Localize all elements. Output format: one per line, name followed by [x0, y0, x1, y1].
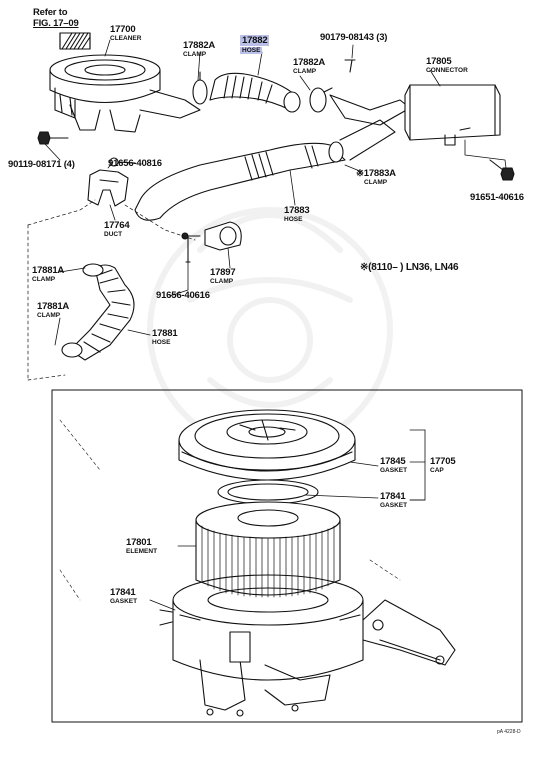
- dashed-boundary-bottom: [59, 419, 401, 601]
- bolt-91651-40616-icon: [489, 159, 515, 181]
- part-name-clamp-right: CLAMP: [293, 68, 317, 75]
- cap-17705-drawing: [178, 409, 356, 481]
- part-name-element: ELEMENT: [126, 548, 158, 555]
- part-number-17700[interactable]: 17700: [110, 24, 136, 35]
- clamp-17897-drawing: [181, 221, 242, 263]
- hose-17882-drawing: [209, 72, 301, 113]
- part-name-cleaner: CLEANER: [110, 35, 142, 42]
- part-name-duct: DUCT: [104, 231, 123, 238]
- clamp-17882a-right-drawing: [309, 87, 333, 113]
- part-number-17881[interactable]: 17881: [152, 328, 178, 339]
- leader-lines-top: [44, 39, 507, 346]
- part-number-17883a[interactable]: ※17883A: [356, 168, 396, 179]
- part-name-hose-17882: HOSE: [240, 47, 263, 54]
- part-number-17841-lower[interactable]: 17841: [110, 587, 136, 598]
- part-name-gasket-17845: GASKET: [380, 467, 408, 474]
- part-name-clamp-17881a-upper: CLAMP: [32, 276, 56, 283]
- duct-17764-drawing: [87, 169, 129, 207]
- part-name-clamp-17881a-lower: CLAMP: [37, 312, 61, 319]
- part-number-17897[interactable]: 17897: [210, 267, 236, 278]
- part-17882-name-highlight: HOSE: [240, 47, 263, 54]
- cleaner-body-drawing: [159, 574, 456, 717]
- connector-17805-drawing: [404, 84, 501, 146]
- part-name-clamp-left: CLAMP: [183, 51, 207, 58]
- part-name-clamp-17883a: CLAMP: [364, 179, 388, 186]
- detail-box-frame: [51, 389, 523, 723]
- part-name-cap: CAP: [430, 467, 444, 474]
- cap-bracket-lines: [409, 429, 426, 501]
- dashed-boundary-top: [27, 199, 196, 381]
- air-cleaner-top-drawing: [49, 54, 201, 133]
- bolt-90119-icon: [37, 131, 69, 145]
- clamp-17882a-left-drawing: [192, 71, 208, 105]
- part-17882-highlight[interactable]: 17882: [240, 35, 270, 46]
- figure-code: pA 4228-D: [497, 729, 521, 735]
- part-name-clamp-17897: CLAMP: [210, 278, 234, 285]
- part-name-hose-17883: HOSE: [284, 216, 303, 223]
- reference-box-icon: [59, 32, 91, 50]
- part-number-17883[interactable]: 17883: [284, 205, 310, 216]
- part-number-17841-upper[interactable]: 17841: [380, 491, 406, 502]
- part-number-17805[interactable]: 17805: [426, 56, 452, 67]
- part-name-gasket-17841-lower: GASKET: [110, 598, 138, 605]
- part-number-91651-40616[interactable]: 91651-40616: [470, 192, 524, 203]
- part-number-91656-40616[interactable]: 91656-40616: [156, 290, 210, 301]
- part-name-connector: CONNECTOR: [426, 67, 468, 74]
- reference-line2[interactable]: FIG. 17–09: [33, 18, 79, 29]
- part-number-17881a-lower[interactable]: 17881A: [37, 301, 70, 312]
- element-17801-drawing: [195, 501, 341, 598]
- part-number-90119-08171[interactable]: 90119-08171 (4): [8, 159, 75, 170]
- part-number-17882a-right[interactable]: 17882A: [293, 57, 326, 68]
- part-number-17764[interactable]: 17764: [104, 220, 130, 231]
- gasket-17841-lower-drawing: [207, 587, 329, 613]
- part-number-17882-highlighted[interactable]: 17882: [240, 35, 270, 46]
- part-number-17845[interactable]: 17845: [380, 456, 406, 467]
- connector-pipe-drawing: [329, 59, 411, 126]
- part-number-17882a-left[interactable]: 17882A: [183, 40, 216, 51]
- part-name-gasket-17841-upper: GASKET: [380, 502, 408, 509]
- reference-line1: Refer to: [33, 7, 68, 18]
- part-number-91656-40816[interactable]: 91656-40816: [108, 158, 162, 169]
- bolt-91656-40816-icon: [109, 157, 136, 167]
- part-name-hose-17881: HOSE: [152, 339, 171, 346]
- part-number-90179-08143[interactable]: 90179-08143 (3): [320, 32, 388, 43]
- part-number-17881a-upper[interactable]: 17881A: [32, 265, 65, 276]
- part-number-17705[interactable]: 17705: [430, 456, 456, 467]
- part-number-17801[interactable]: 17801: [126, 537, 152, 548]
- applicability-note: ※(8110– ) LN36, LN46: [360, 262, 459, 273]
- hose-17883-drawing: [134, 119, 396, 221]
- gasket-17841-upper-drawing: [217, 479, 319, 505]
- hose-17881-drawing: [61, 263, 135, 361]
